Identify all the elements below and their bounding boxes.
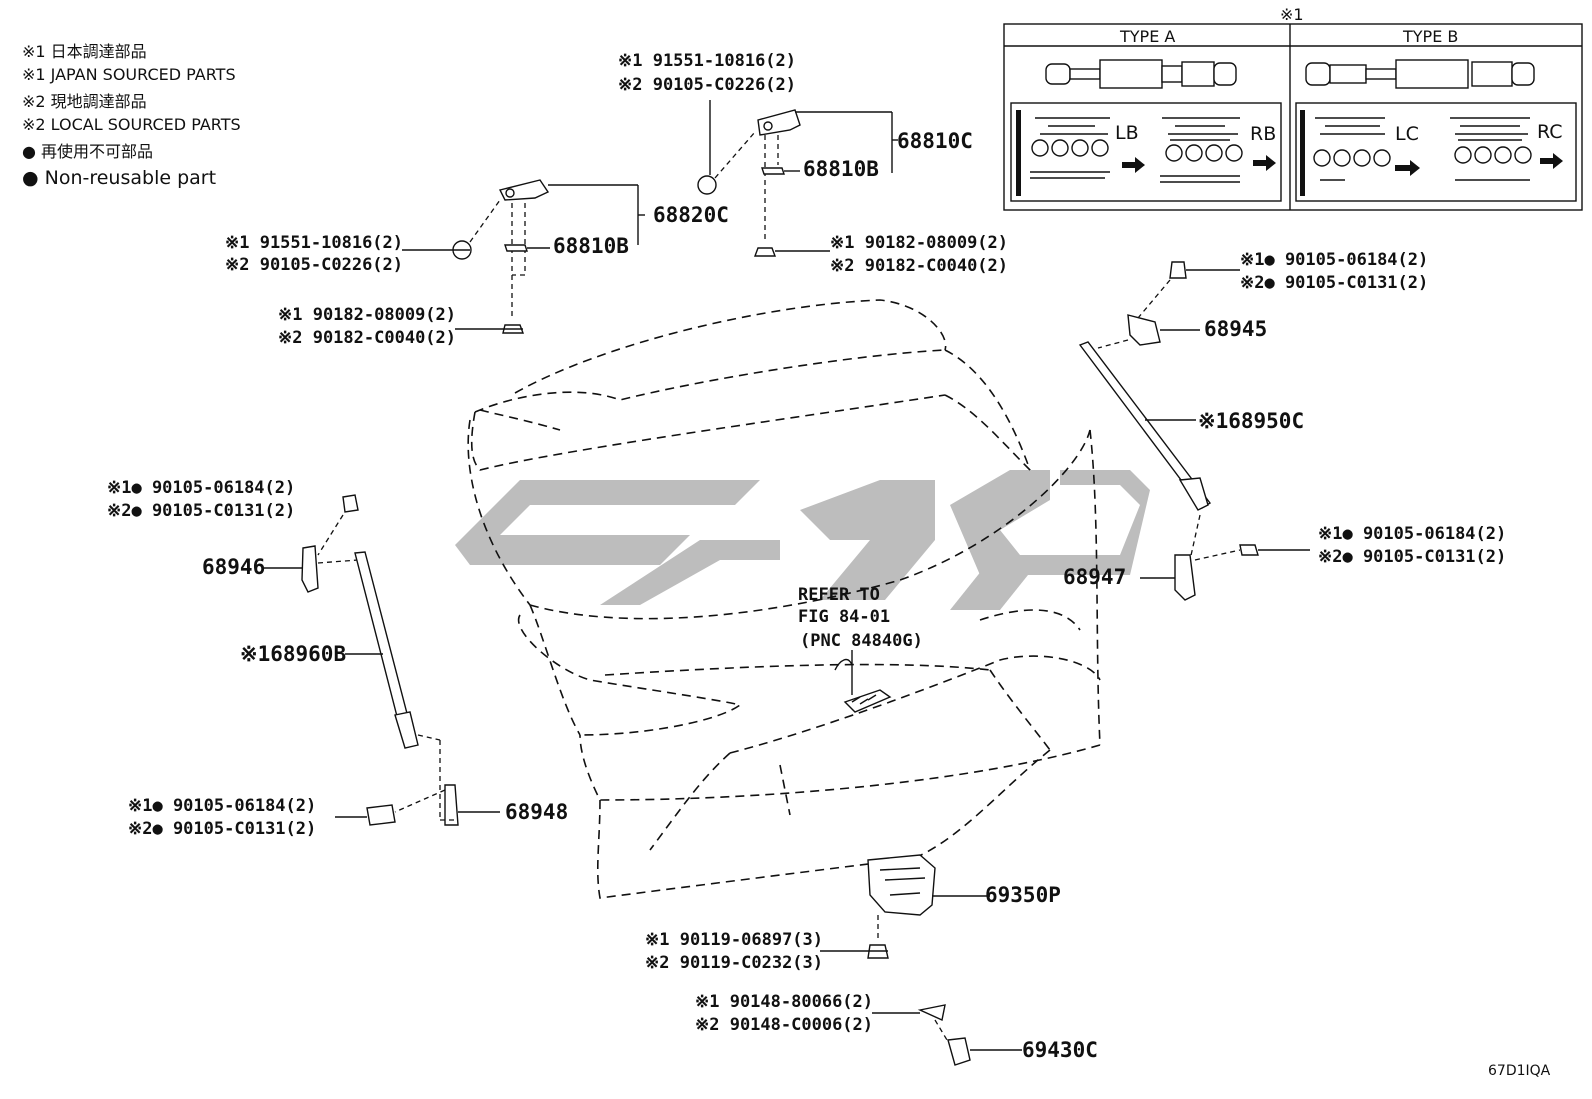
type-b-header: TYPE B [1402,27,1458,46]
fastener-rt-bolt-2: ※2● 90105-C0131(2) [1240,273,1428,293]
fastener-clip-1: ※1 90148-80066(2) [695,992,873,1012]
legend-line-4: ※2 LOCAL SOURCED PARTS [22,115,241,134]
part-69350P: 69350P [985,883,1061,907]
legend-line-3: ※2 現地調達部品 [22,92,147,111]
part-68820C: 68820C [653,203,729,227]
fastener-clip-2: ※2 90148-C0006(2) [695,1015,873,1035]
part-68960B: ※168960B [240,642,346,666]
watermark-logo [455,470,1150,610]
fastener-left-a-1: ※1 91551-10816(2) [225,233,403,253]
fastener-top-1: ※1 91551-10816(2) [618,51,796,71]
refer-line-2: FIG 84-01 [798,607,890,627]
callouts: 68810C 68810B 68820C 68810B 68945 ※16895… [202,129,1304,1062]
fastener-right-b-1: ※1 90182-08009(2) [830,233,1008,253]
right-gas-strut [1078,261,1310,601]
fastener-rm-bolt-1: ※1● 90105-06184(2) [1318,524,1506,544]
type-b-lc-label: LC [1395,123,1419,145]
fastener-left-b-2: ※2 90182-C0040(2) [278,328,456,348]
inset-mark: ※1 [1280,5,1304,24]
fastener-lf-bolt-1: ※1● 90105-06184(2) [107,478,295,498]
left-gas-strut [262,494,500,826]
type-a-header: TYPE A [1119,27,1175,46]
fastener-lf-bolt-2: ※2● 90105-C0131(2) [107,501,295,521]
rear-emblem-light [834,650,892,713]
type-b-rc-label: RC [1537,121,1563,143]
type-a-rb-label: RB [1250,123,1276,145]
part-68948: 68948 [505,800,568,824]
refer-line-3: (PNC 84840G) [800,631,923,651]
fastener-labels: ※1 91551-10816(2) ※2 90105-C0226(2) ※1 9… [107,51,1506,1035]
legend-line-6: ● Non-reusable part [22,167,216,189]
garnish-clip-right [697,100,898,257]
fastener-screw-1: ※1 90119-06897(3) [645,930,823,950]
part-68810B-left: 68810B [553,234,629,258]
part-68810B-right: 68810B [803,157,879,181]
back-door-outline [467,299,1101,899]
fastener-screw-2: ※2 90119-C0232(3) [645,953,823,973]
legend: ※1 日本調達部品 ※1 JAPAN SOURCED PARTS ※2 現地調達… [22,42,241,189]
cushion-clip [872,1004,1022,1066]
fastener-left-b-1: ※1 90182-08009(2) [278,305,456,325]
fastener-rt-bolt-1: ※1● 90105-06184(2) [1240,250,1428,270]
diagram-code: 67D1IQA [1488,1063,1551,1079]
type-a-warning-icons [1031,139,1243,162]
part-69430C: 69430C [1022,1038,1098,1062]
part-68947: 68947 [1063,565,1126,589]
garnish-clip-left [402,179,645,334]
type-a-lb-label: LB [1115,122,1139,144]
back-door-lock [820,854,990,959]
type-a-strut-drawing [1045,59,1237,89]
legend-line-1: ※1 日本調達部品 [22,42,147,61]
type-b-strut-drawing [1305,59,1535,89]
fastener-lb-bolt-2: ※2● 90105-C0131(2) [128,819,316,839]
part-68945: 68945 [1204,317,1267,341]
fastener-left-a-2: ※2 90105-C0226(2) [225,255,403,275]
label-type-inset: ※1 TYPE A TYPE B [1003,5,1583,211]
part-68810C: 68810C [897,129,973,153]
fastener-right-b-2: ※2 90182-C0040(2) [830,256,1008,276]
refer-line-1: REFER TO [798,585,880,605]
fastener-top-2: ※2 90105-C0226(2) [618,75,796,95]
legend-line-5: ● 再使用不可部品 [22,142,153,161]
fastener-rm-bolt-2: ※2● 90105-C0131(2) [1318,547,1506,567]
part-68950C: ※168950C [1198,409,1304,433]
fastener-lb-bolt-1: ※1● 90105-06184(2) [128,796,316,816]
type-b-warning-icons [1313,146,1532,167]
part-68946: 68946 [202,555,265,579]
legend-line-2: ※1 JAPAN SOURCED PARTS [22,65,236,84]
